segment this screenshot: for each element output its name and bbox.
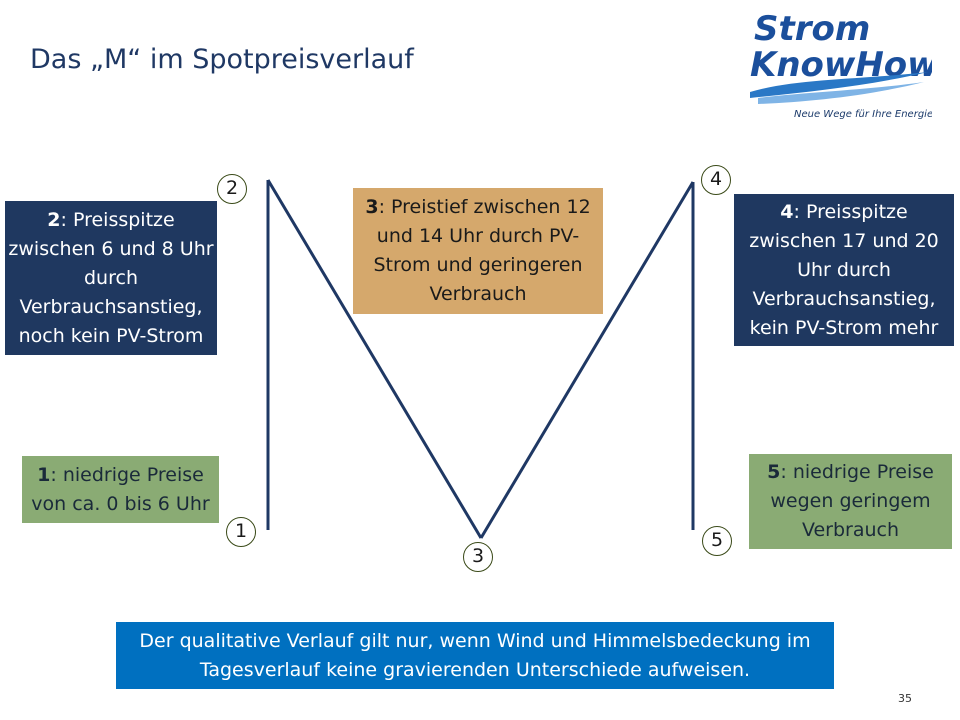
point-marker-2: 2 (217, 174, 247, 204)
box5-number: 5 (767, 461, 781, 483)
slide-title: Das „M“ im Spotpreisverlauf (30, 44, 414, 75)
logo-wave (750, 72, 928, 98)
logo-line2: KnowHow (750, 45, 932, 85)
box3-number: 3 (365, 196, 379, 218)
point-marker-5: 5 (702, 526, 732, 556)
box2-text: : Preisspitze zwischen 6 und 8 Uhr durch… (8, 208, 214, 347)
box4-number: 4 (780, 200, 794, 223)
curve-rise-to-peak (479, 181, 695, 539)
box4-text: : Preisspitze zwischen 17 und 20 Uhr dur… (749, 200, 939, 339)
box-low-midday: 3: Preistief zwischen 12 und 14 Uhr durc… (353, 188, 603, 314)
point-marker-3: 3 (463, 542, 493, 572)
strom-knowhow-logo: Strom KnowHow Neue Wege für Ihre Energie (750, 9, 932, 120)
curve-fall-to-min (266, 179, 483, 539)
box3-text: : Preistief zwischen 12 und 14 Uhr durch… (373, 196, 591, 305)
box1-text: : niedrige Preise von ca. 0 bis 6 Uhr (31, 463, 210, 515)
page-number: 35 (898, 692, 912, 705)
logo-tagline: Neue Wege für Ihre Energie (794, 109, 932, 120)
box-peak-morning: 2: Preisspitze zwischen 6 und 8 Uhr durc… (5, 201, 217, 355)
box1-number: 1 (37, 463, 51, 486)
box-peak-evening: 4: Preisspitze zwischen 17 und 20 Uhr du… (734, 194, 954, 346)
logo-wave-light (758, 82, 924, 104)
point-marker-4: 4 (701, 165, 731, 195)
logo-line1: Strom (754, 9, 870, 49)
box5-text: : niedrige Preise wegen geringem Verbrau… (770, 461, 934, 541)
point-marker-1: 1 (226, 517, 256, 547)
box2-number: 2 (47, 208, 61, 231)
box-low-late: 5: niedrige Preise wegen geringem Verbra… (749, 454, 952, 549)
box-low-night: 1: niedrige Preise von ca. 0 bis 6 Uhr (22, 456, 219, 523)
note-box: Der qualitative Verlauf gilt nur, wenn W… (116, 622, 834, 689)
